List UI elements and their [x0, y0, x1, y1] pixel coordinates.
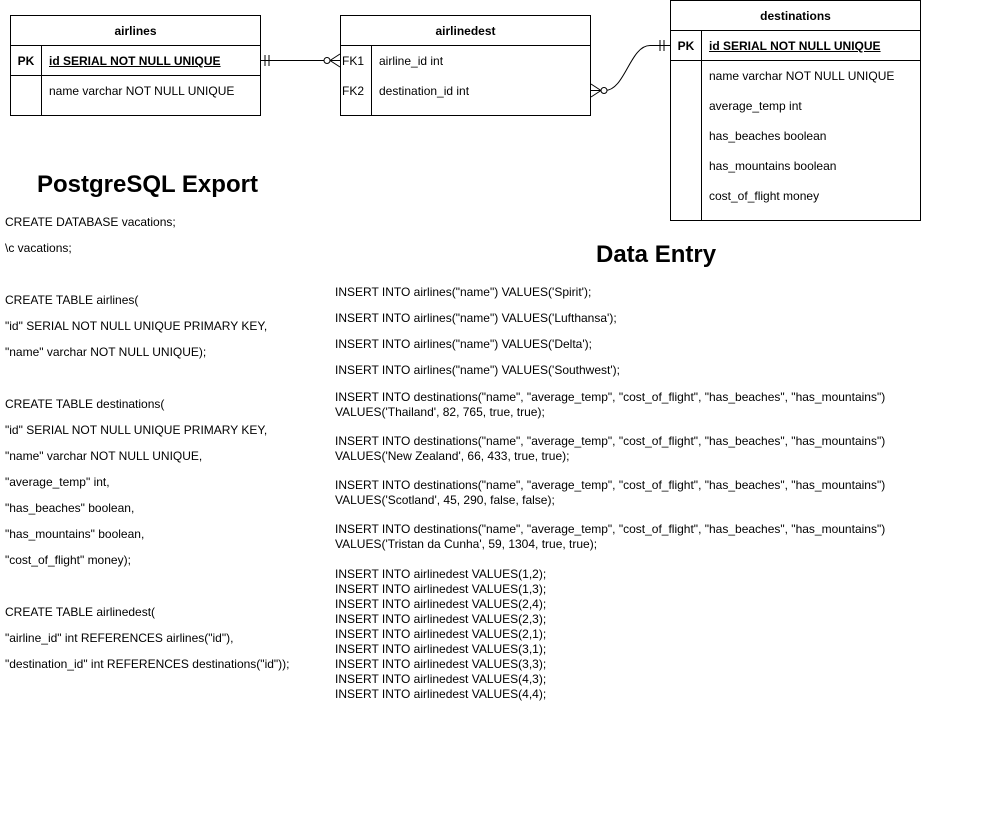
sql-line: "id" SERIAL NOT NULL UNIQUE PRIMARY KEY,: [5, 319, 268, 333]
data-entry-heading: Data Entry: [596, 241, 717, 268]
foreign-key-label: FK2: [342, 84, 365, 98]
airlines-row-name: name varchar NOT NULL UNIQUE: [11, 76, 260, 106]
airline-insert: INSERT INTO airlines("name") VALUES('Del…: [335, 337, 592, 351]
destinations-name-field: name varchar NOT NULL UNIQUE: [709, 69, 895, 83]
sql-line: "has_mountains" boolean,: [5, 527, 145, 541]
destinations-row-id: PK id SERIAL NOT NULL UNIQUE: [671, 31, 920, 61]
destinations-row-average-temp: average_temp int: [671, 91, 920, 121]
airline-insert: INSERT INTO airlines("name") VALUES('Sou…: [335, 363, 620, 377]
airlinedest-row-destination-id: FK2 destination_id int: [341, 76, 590, 106]
airlinedest-destination-id-field: destination_id int: [379, 84, 470, 98]
airlinedest-row-airline-id: FK1 airline_id int: [341, 46, 590, 76]
destinations-row-has-mountains: has_mountains boolean: [671, 151, 920, 181]
destinations-row-name: name varchar NOT NULL UNIQUE: [671, 61, 920, 91]
airlines-entity[interactable]: airlines PK id SERIAL NOT NULL UNIQUE na…: [10, 15, 261, 116]
destinations-has-mountains-field: has_mountains boolean: [709, 159, 837, 173]
sql-line: "has_beaches" boolean,: [5, 501, 135, 515]
sql-line: "destination_id" int REFERENCES destinat…: [5, 657, 290, 671]
destination-insert: INSERT INTO destinations("name", "averag…: [335, 522, 886, 551]
sql-line: CREATE TABLE airlinedest(: [5, 605, 156, 619]
airlines-row-id: PK id SERIAL NOT NULL UNIQUE: [11, 46, 260, 76]
sql-line: "id" SERIAL NOT NULL UNIQUE PRIMARY KEY,: [5, 423, 268, 437]
foreign-key-label: FK1: [342, 54, 365, 68]
destinations-title: destinations: [671, 1, 920, 31]
destinations-row-cost-of-flight: cost_of_flight money: [671, 181, 920, 211]
sql-line: "name" varchar NOT NULL UNIQUE);: [5, 345, 207, 359]
primary-key-label: PK: [677, 39, 695, 53]
destination-insert: INSERT INTO destinations("name", "averag…: [335, 434, 886, 463]
sql-line: CREATE TABLE destinations(: [5, 397, 165, 411]
airlines-to-airlinedest-connector: [261, 53, 341, 68]
destinations-average-temp-field: average_temp int: [709, 99, 802, 113]
destinations-has-beaches-field: has_beaches boolean: [709, 129, 827, 143]
sql-line: "airline_id" int REFERENCES airlines("id…: [5, 631, 234, 645]
primary-key-label: PK: [17, 54, 35, 68]
destinations-row-has-beaches: has_beaches boolean: [671, 121, 920, 151]
airline-insert: INSERT INTO airlines("name") VALUES('Luf…: [335, 311, 617, 325]
sql-line: "cost_of_flight" money);: [5, 553, 131, 567]
airlinedest-airline-id-field: airline_id int: [379, 54, 444, 68]
sql-line: \c vacations;: [5, 241, 72, 255]
airlines-name-field: name varchar NOT NULL UNIQUE: [49, 84, 235, 98]
airlinedest-title: airlinedest: [341, 16, 590, 46]
airlines-title: airlines: [11, 16, 260, 46]
airlinedest-inserts: INSERT INTO airlinedest VALUES(1,2); INS…: [335, 567, 547, 701]
sql-line: CREATE DATABASE vacations;: [5, 215, 176, 229]
export-heading: PostgreSQL Export: [37, 171, 258, 198]
key-column-divider: [371, 46, 372, 115]
key-column-divider: [41, 46, 42, 115]
key-column-divider: [701, 31, 702, 220]
sql-line: "name" varchar NOT NULL UNIQUE,: [5, 449, 203, 463]
sql-line: CREATE TABLE airlines(: [5, 293, 139, 307]
destinations-cost-of-flight-field: cost_of_flight money: [709, 189, 820, 203]
airline-insert: INSERT INTO airlines("name") VALUES('Spi…: [335, 285, 592, 299]
destinations-id-field: id SERIAL NOT NULL UNIQUE: [709, 39, 881, 53]
airlines-id-field: id SERIAL NOT NULL UNIQUE: [49, 54, 221, 68]
destinations-entity[interactable]: destinations PK id SERIAL NOT NULL UNIQU…: [670, 0, 921, 221]
airlinedest-to-destinations-connector: [590, 40, 670, 98]
airlinedest-entity[interactable]: airlinedest FK1 airline_id int FK2 desti…: [340, 15, 591, 116]
destination-insert: INSERT INTO destinations("name", "averag…: [335, 390, 886, 419]
destination-insert: INSERT INTO destinations("name", "averag…: [335, 478, 886, 507]
sql-line: "average_temp" int,: [5, 475, 110, 489]
